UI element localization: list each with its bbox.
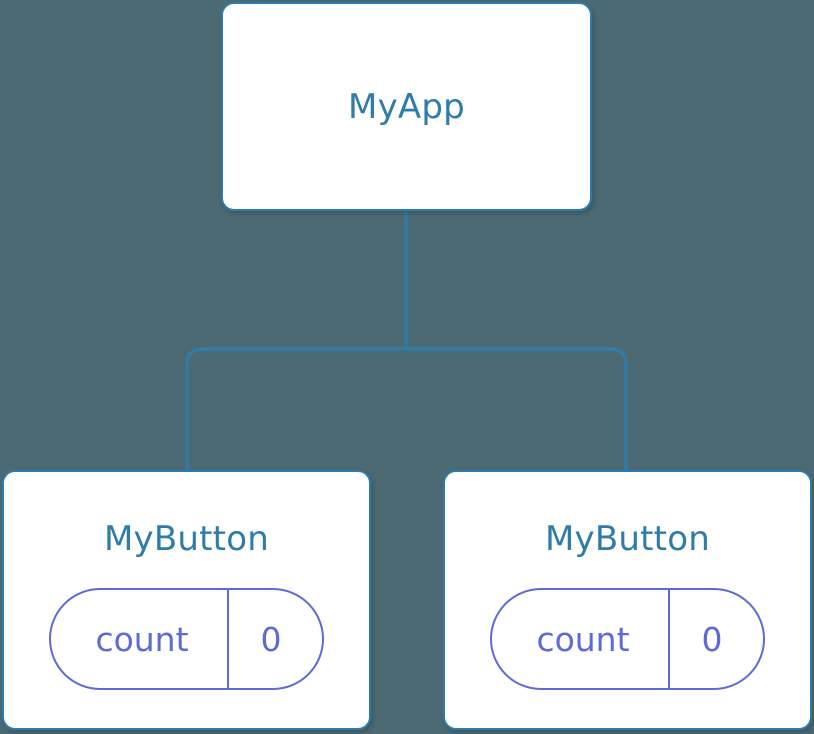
state-pill-count-left[interactable]: count 0 [49,588,324,690]
node-mybutton-left-title: MyButton [104,519,269,559]
edge-branch-left [185,347,406,472]
state-pill-divider [667,590,670,688]
node-myapp[interactable]: MyApp [221,2,592,211]
node-myapp-title: MyApp [348,86,465,127]
node-mybutton-left[interactable]: MyButton count 0 [2,470,371,730]
state-key-label: count [95,619,189,659]
state-value-label: 0 [260,619,282,659]
edge-branch-right [406,347,628,472]
state-value-label: 0 [701,619,723,659]
state-pill-divider [226,590,229,688]
state-key-label: count [536,619,630,659]
state-pill-count-right[interactable]: count 0 [490,588,765,690]
node-mybutton-right[interactable]: MyButton count 0 [443,470,812,730]
node-mybutton-right-title: MyButton [545,519,710,559]
